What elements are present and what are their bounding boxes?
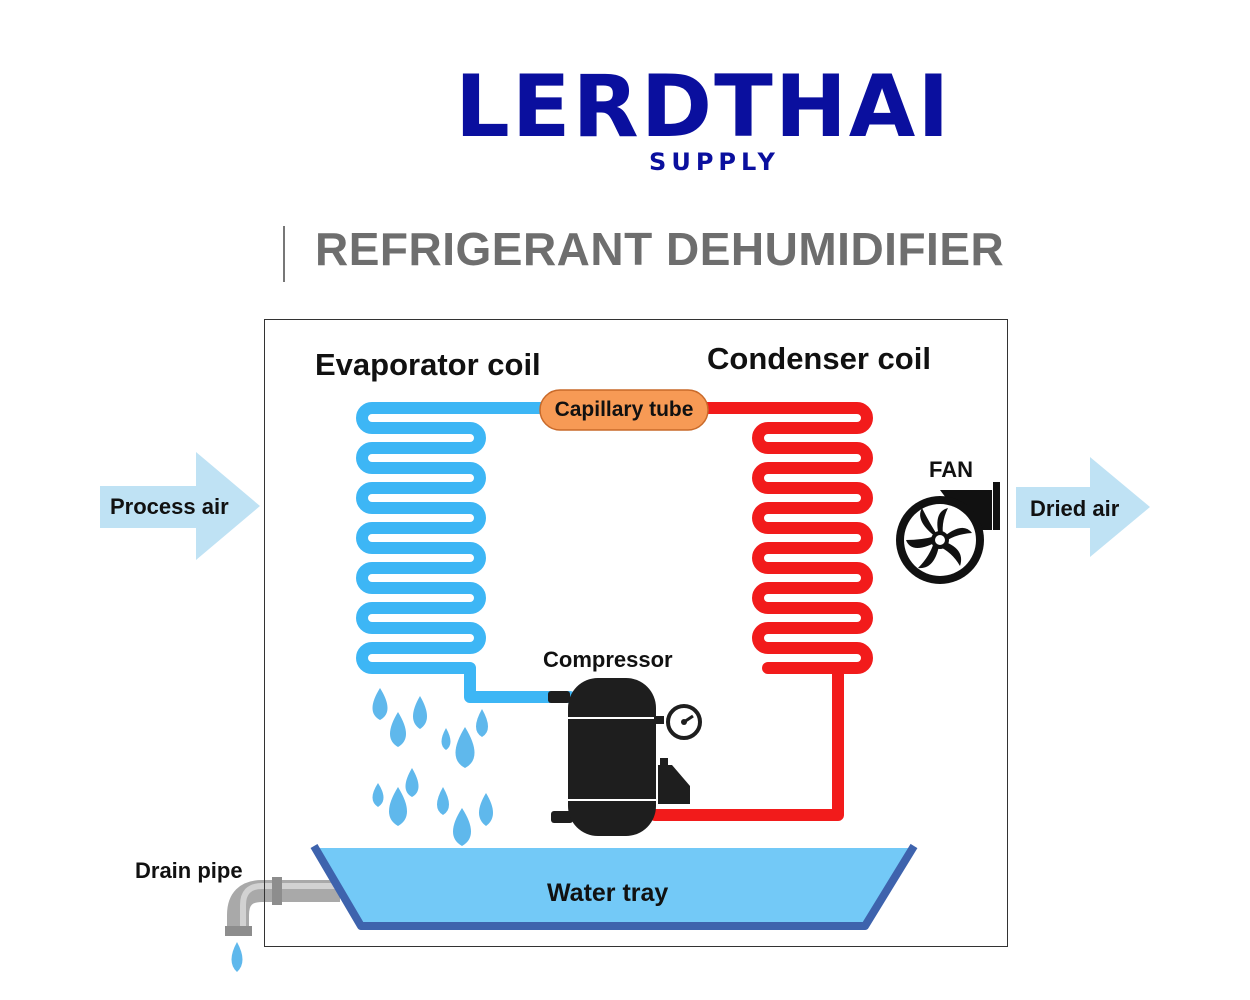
drain-pipe-icon (225, 877, 340, 972)
dehumidifier-housing (264, 319, 1008, 947)
drain-pipe-label: Drain pipe (135, 858, 243, 883)
dried-air-arrow (1016, 457, 1150, 557)
compressor-label: Compressor (543, 647, 673, 672)
process-air-label: Process air (110, 494, 229, 519)
condenser-coil (649, 402, 873, 821)
compressor-icon (548, 678, 702, 836)
evaporator-coil (356, 402, 576, 703)
page-title: REFRIGERANT DEHUMIDIFIER (315, 223, 1005, 275)
condenser-label: Condenser coil (707, 341, 931, 376)
process-air-arrow (100, 452, 260, 560)
dried-air-label: Dried air (1030, 496, 1120, 521)
fan-icon (896, 482, 1000, 584)
logo-subtitle: SUPPLY (649, 148, 780, 176)
title-divider (283, 226, 285, 282)
droplet-icon (372, 688, 493, 846)
capillary-label: Capillary tube (554, 398, 694, 421)
water-tray (314, 848, 914, 926)
capillary-tube (539, 389, 709, 431)
fan-label: FAN (929, 457, 973, 482)
evaporator-label: Evaporator coil (315, 347, 541, 382)
water-tray-label: Water tray (547, 879, 669, 907)
